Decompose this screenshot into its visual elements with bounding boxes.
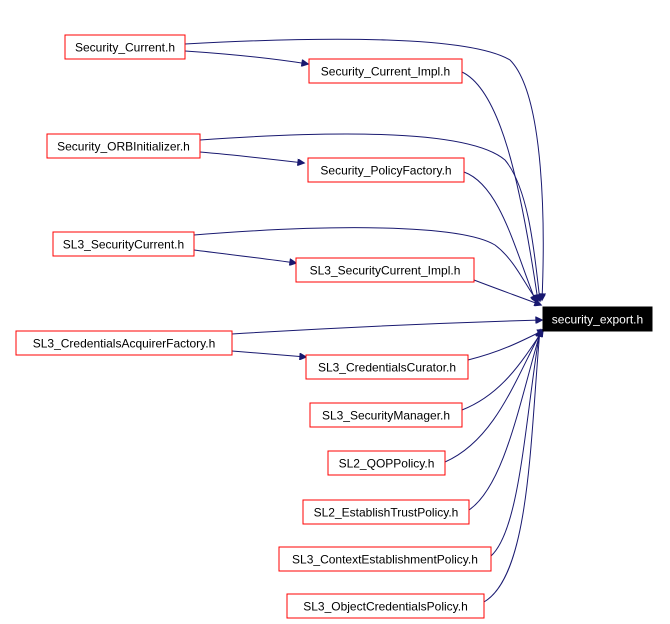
node-label: SL3_CredentialsCurator.h — [318, 361, 456, 375]
edge-contextestablishmentpolicy-to-security-export — [490, 330, 540, 557]
node-security-current-impl[interactable]: Security_Current_Impl.h — [308, 58, 463, 84]
node-security-policyfactory[interactable]: Security_PolicyFactory.h — [307, 157, 465, 183]
node-security-current[interactable]: Security_Current.h — [64, 34, 186, 60]
edges — [184, 38, 544, 603]
node-label: SL3_ContextEstablishmentPolicy.h — [292, 553, 478, 567]
node-label: Security_Current.h — [75, 41, 175, 55]
edge-objectcredentialspolicy-to-security-export — [483, 330, 540, 603]
node-sl3-contextestablishmentpolicy[interactable]: SL3_ContextEstablishmentPolicy.h — [278, 546, 492, 572]
node-label: SL3_CredentialsAcquirerFactory.h — [33, 337, 216, 351]
nodes: security_export.h Security_Current.h Sec… — [15, 34, 653, 619]
node-label: SL3_SecurityCurrent_Impl.h — [310, 264, 461, 278]
node-sl3-credentialscurator[interactable]: SL3_CredentialsCurator.h — [305, 354, 469, 380]
node-label: Security_PolicyFactory.h — [320, 164, 451, 178]
edge-policyfactory-to-security-export — [463, 171, 536, 302]
node-label: Security_Current_Impl.h — [321, 65, 450, 79]
node-label: SL3_SecurityCurrent.h — [63, 238, 184, 252]
edge-security-current-impl-to-security-export — [461, 71, 538, 301]
edge-acquirerfactory-to-security-export — [231, 320, 542, 335]
edge-orbinitializer-to-security-export — [199, 133, 540, 301]
edge-acquirerfactory-to-curator — [231, 350, 306, 357]
edge-sl3-securitycurrent-impl-to-security-export — [473, 279, 541, 305]
node-label: Security_ORBInitializer.h — [57, 140, 190, 154]
node-sl2-establishtrustpolicy[interactable]: SL2_EstablishTrustPolicy.h — [302, 499, 470, 525]
edge-sl3-securitycurrent-to-impl — [193, 249, 296, 263]
node-label: SL2_QOPPolicy.h — [339, 457, 435, 471]
edge-sl3-securitycurrent-to-security-export — [193, 227, 538, 302]
edge-security-current-to-security-current-impl — [184, 50, 308, 64]
node-security-orbinitializer[interactable]: Security_ORBInitializer.h — [46, 133, 201, 159]
edge-orbinitializer-to-policyfactory — [199, 151, 304, 163]
node-label: SL3_ObjectCredentialsPolicy.h — [303, 600, 468, 614]
node-label: SL3_SecurityManager.h — [322, 409, 450, 423]
node-sl3-securitymanager[interactable]: SL3_SecurityManager.h — [309, 402, 463, 428]
node-label: security_export.h — [552, 313, 643, 327]
edge-securitymanager-to-security-export — [461, 330, 543, 411]
node-label: SL2_EstablishTrustPolicy.h — [314, 506, 459, 520]
node-sl3-credentialsacquirerfactory[interactable]: SL3_CredentialsAcquirerFactory.h — [15, 330, 233, 356]
node-sl3-securitycurrent[interactable]: SL3_SecurityCurrent.h — [52, 231, 195, 257]
edge-establishtrustpolicy-to-security-export — [468, 330, 541, 511]
edge-qoppolicy-to-security-export — [444, 330, 542, 463]
node-sl3-securitycurrent-impl[interactable]: SL3_SecurityCurrent_Impl.h — [295, 257, 475, 283]
node-security-export[interactable]: security_export.h — [542, 306, 653, 332]
node-sl2-qoppolicy[interactable]: SL2_QOPPolicy.h — [327, 450, 446, 476]
edge-security-current-to-security-export — [184, 38, 543, 300]
node-sl3-objectcredentialspolicy[interactable]: SL3_ObjectCredentialsPolicy.h — [286, 593, 485, 619]
